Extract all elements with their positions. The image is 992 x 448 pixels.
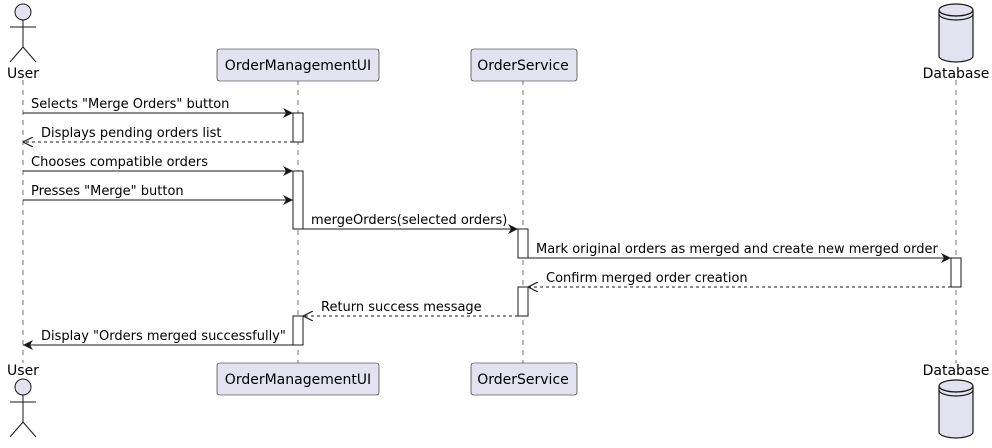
database-rim bbox=[938, 389, 974, 397]
participant-box-ui bbox=[216, 48, 380, 82]
message-label: Mark original orders as merged and creat… bbox=[536, 242, 938, 257]
participants: UserUserOrderManagementUIOrderManagement… bbox=[7, 3, 990, 439]
message-label: Chooses compatible orders bbox=[31, 155, 208, 170]
actor-leg bbox=[22, 421, 37, 438]
database-icon bbox=[938, 3, 974, 63]
message-label: Display "Orders merged successfully" bbox=[41, 329, 286, 344]
message-label: mergeOrders(selected orders) bbox=[311, 213, 507, 228]
activation-bar-ui bbox=[292, 112, 304, 143]
message-label: Return success message bbox=[321, 300, 482, 315]
participant-box-svc bbox=[470, 48, 578, 82]
participant-label-top: User bbox=[7, 66, 39, 82]
message-label: Selects "Merge Orders" button bbox=[31, 97, 229, 112]
message-label: Confirm merged order creation bbox=[546, 271, 748, 286]
activation-bar-ui bbox=[292, 170, 304, 230]
database-rim bbox=[938, 385, 974, 393]
participant-label-top: OrderManagementUI bbox=[225, 58, 371, 74]
participant-label-top: OrderService bbox=[477, 58, 569, 74]
actor-icon bbox=[9, 378, 37, 438]
participant-box-svc bbox=[470, 362, 578, 396]
message-label: Presses "Merge" button bbox=[31, 184, 184, 199]
message-label: Displays pending orders list bbox=[41, 126, 221, 141]
participant-label-bottom: OrderService bbox=[477, 372, 569, 388]
actor-leg bbox=[9, 421, 24, 438]
activation-bar-svc bbox=[517, 228, 529, 259]
database-rim bbox=[938, 9, 974, 17]
activation-bars bbox=[292, 112, 962, 346]
activation-bar-svc bbox=[517, 286, 529, 317]
actor-head bbox=[14, 378, 32, 396]
participant-label-bottom: Database bbox=[923, 363, 990, 379]
database-icon bbox=[938, 379, 974, 439]
activation-bar-ui bbox=[292, 315, 304, 346]
actor-leg bbox=[22, 46, 37, 63]
actor-head bbox=[14, 3, 32, 21]
database-body bbox=[938, 386, 974, 439]
database-body bbox=[938, 10, 974, 63]
participant-label-bottom: User bbox=[7, 363, 39, 379]
actor-leg bbox=[9, 46, 24, 63]
database-rim bbox=[938, 13, 974, 21]
participant-label-bottom: OrderManagementUI bbox=[225, 372, 371, 388]
activation-bar-db bbox=[950, 257, 962, 288]
participant-label-top: Database bbox=[923, 66, 990, 82]
participant-box-ui bbox=[216, 362, 380, 396]
actor-icon bbox=[9, 3, 37, 63]
